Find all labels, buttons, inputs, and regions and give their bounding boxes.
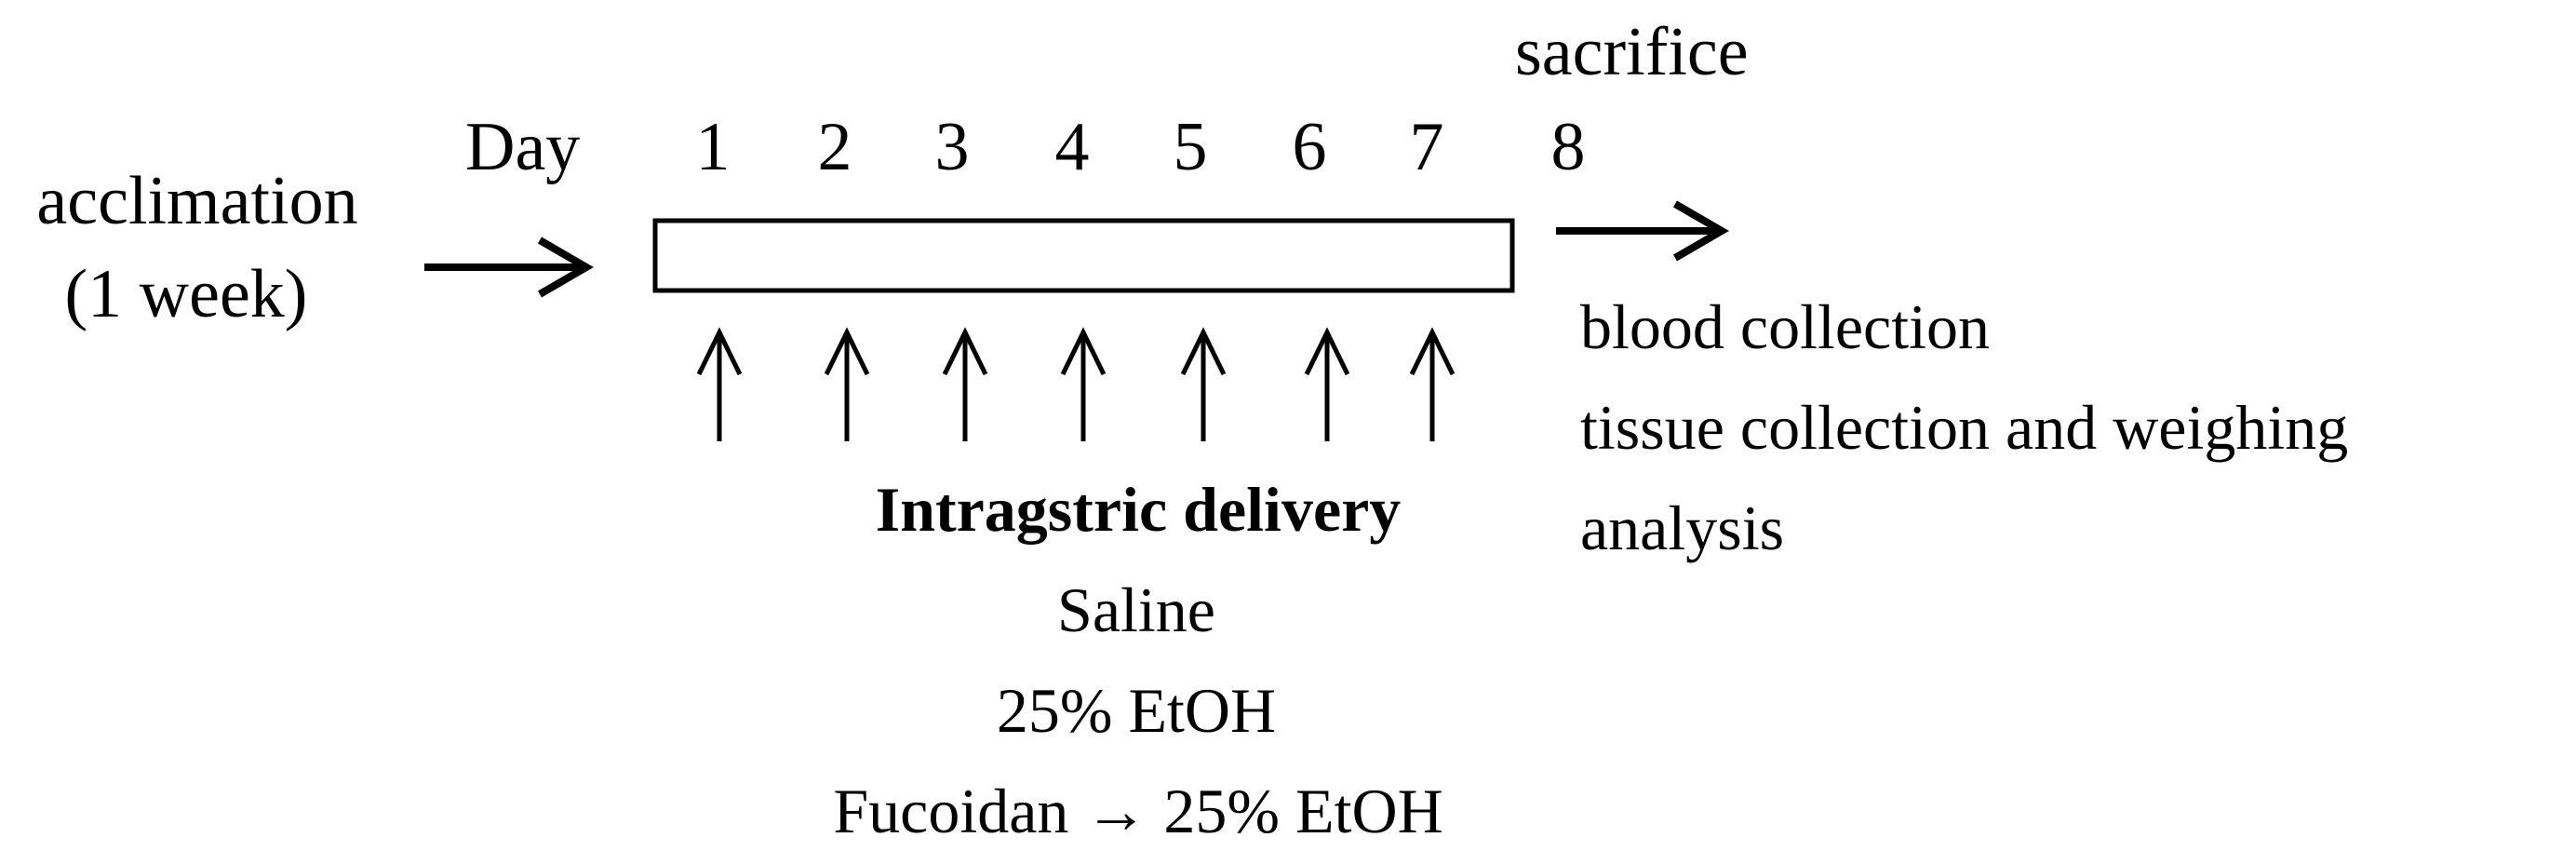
day-label: Day [465, 109, 580, 185]
delivery-title: Intragstric delivery [876, 474, 1402, 545]
day-number: 2 [818, 109, 852, 185]
delivery-arrow-day-7 [1409, 327, 1456, 441]
delivery-arrow-day-2 [824, 327, 870, 441]
day-number: 5 [1174, 109, 1208, 185]
acclimation-duration: (1 week) [65, 256, 308, 332]
day-number: 6 [1293, 109, 1327, 185]
delivery-arrow-day-3 [942, 327, 988, 441]
group-etoh: 25% EtOH [997, 675, 1276, 746]
day-number: 1 [696, 109, 731, 185]
delivery-arrow-day-4 [1060, 327, 1107, 441]
day-number: 7 [1410, 109, 1444, 185]
day-number: 4 [1055, 109, 1090, 185]
treatment-period-box [652, 218, 1515, 293]
acclimation-label: acclimation [36, 163, 357, 239]
group-saline: Saline [1057, 574, 1215, 645]
post-item-analysis: analysis [1580, 493, 1784, 563]
sacrifice-label: sacrifice [1515, 14, 1749, 90]
acclimation-arrow [424, 236, 594, 298]
day-number: 8 [1551, 109, 1586, 185]
post-item-blood-collection: blood collection [1580, 291, 1990, 362]
day-number: 3 [935, 109, 970, 185]
delivery-arrow-day-5 [1180, 327, 1227, 441]
delivery-arrow-day-1 [696, 327, 743, 441]
delivery-arrow-day-6 [1304, 327, 1350, 441]
group-fucoidan-etoh: Fucoidan → 25% EtOH [833, 776, 1442, 846]
post-sacrifice-arrow [1556, 200, 1729, 262]
post-item-tissue-collection: tissue collection and weighing [1580, 392, 2348, 463]
